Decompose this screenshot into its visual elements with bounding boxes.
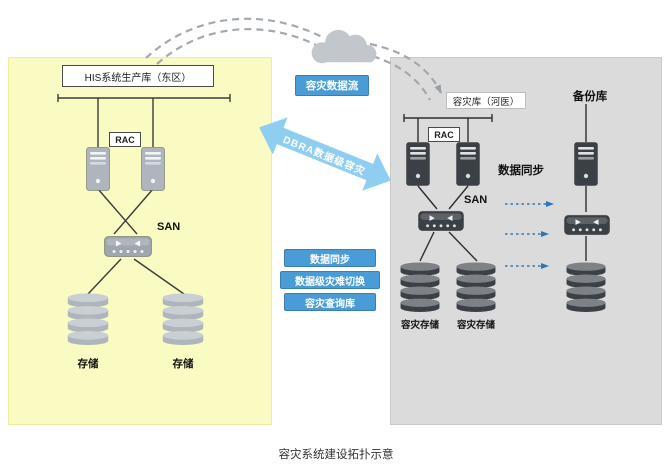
- dr-storage-label-1: 容灾存储: [400, 320, 439, 331]
- dr-server-icon-2: [456, 142, 480, 186]
- production-san-label: SAN: [157, 221, 181, 233]
- dr-panel: [390, 57, 662, 425]
- failover-badge: 数据级灾难切换: [280, 271, 380, 289]
- production-rac-badge: RAC: [109, 132, 141, 147]
- production-title: HIS系统生产库（东区）: [62, 65, 214, 87]
- dr-title: 容灾库（河医）: [446, 92, 526, 109]
- dr-storage-icon-1: [400, 262, 440, 312]
- sync-badge: 数据同步: [284, 249, 376, 267]
- dr-rac-badge: RAC: [428, 127, 460, 142]
- backup-server-icon: [574, 142, 598, 186]
- backup-storage-icon: [566, 262, 606, 312]
- prod-san-switch-icon: [104, 236, 152, 257]
- diagram-caption: 容灾系统建设拓扑示意: [278, 449, 394, 461]
- prod-server-icon-2: [141, 147, 165, 191]
- dr-san-switch-icon: [418, 210, 464, 232]
- dr-sync-label: 数据同步: [498, 165, 544, 177]
- prod-storage-label-2: 存储: [172, 358, 194, 370]
- dbra-arrow: DBRA数据级容灾: [252, 109, 399, 199]
- dr-san-label: SAN: [464, 194, 488, 206]
- cloud-icon: [311, 29, 377, 64]
- prod-storage-icon-2: [162, 293, 204, 345]
- prod-storage-label-1: 存储: [77, 358, 99, 370]
- dr-dataflow-badge: 容灾数据流: [295, 75, 369, 96]
- dr-storage-label-2: 容灾存储: [456, 320, 495, 331]
- dr-storage-icon-2: [456, 262, 496, 312]
- query-db-badge: 容灾查询库: [284, 293, 376, 311]
- prod-server-icon-1: [86, 147, 110, 191]
- backup-title: 备份库: [572, 91, 608, 103]
- backup-switch-icon: [564, 214, 610, 236]
- dr-server-icon-1: [406, 142, 430, 186]
- prod-storage-icon-1: [67, 293, 109, 345]
